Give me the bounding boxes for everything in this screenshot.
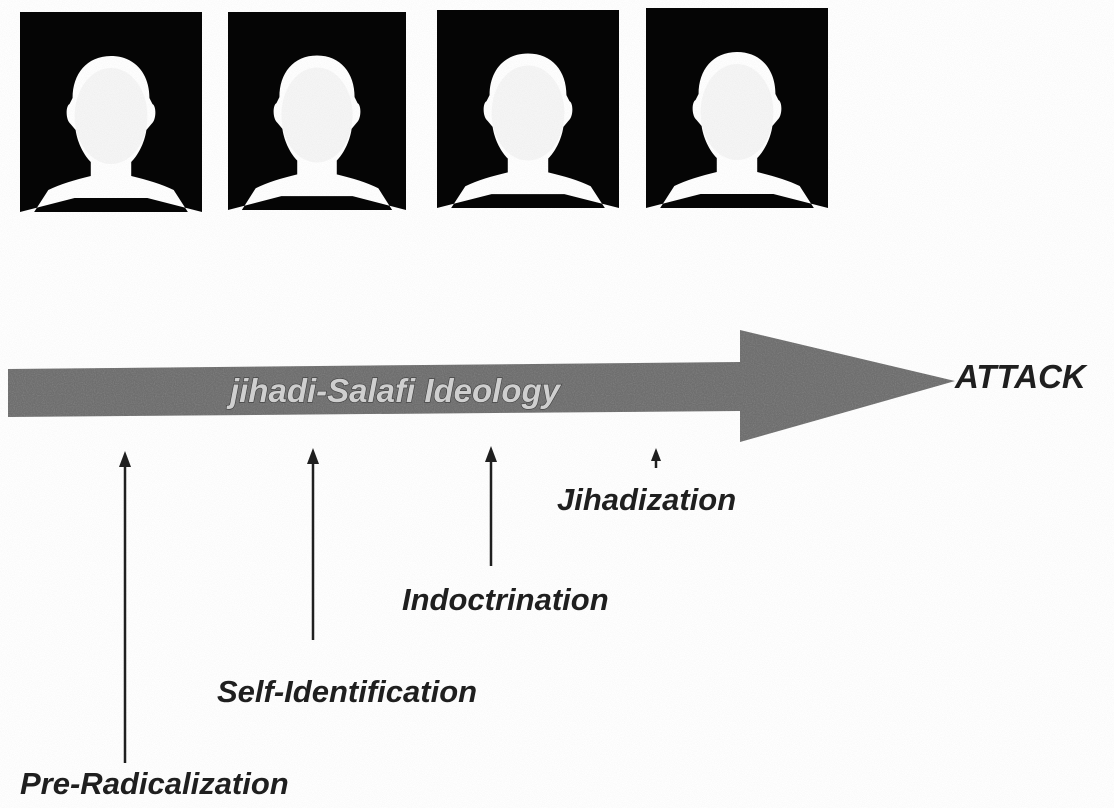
head-silhouette-3 (437, 10, 619, 208)
ideology-arrow: jihadi-Salafi Ideology (8, 330, 955, 442)
head-silhouette-4 (646, 8, 828, 208)
head-silhouette-2 (228, 12, 406, 210)
indoctrination-pointer-head (485, 446, 497, 462)
self-identification-pointer-head (307, 448, 319, 464)
head-silhouette-1 (20, 12, 202, 212)
portrait-frame (437, 10, 619, 208)
head-silhouette-shading (700, 64, 774, 160)
ideology-arrow-texture (8, 330, 955, 442)
portrait-frame (20, 12, 202, 212)
portrait-frame (646, 8, 828, 208)
portrait-row (20, 8, 828, 212)
indoctrination-label: Indoctrination (402, 582, 609, 617)
head-silhouette-shading (74, 68, 148, 164)
ideology-arrow-label: jihadi-Salafi Ideology (226, 372, 562, 409)
pre-radicalization-pointer-head (119, 451, 131, 467)
jihadization-label: Jihadization (557, 482, 737, 517)
phase-pointers (119, 446, 661, 763)
jihadization-pointer-head (651, 448, 661, 461)
portrait-frame (228, 12, 406, 210)
attack-label: ATTACK (955, 358, 1086, 395)
head-silhouette-shading (281, 67, 353, 163)
self-identification-label: Self-Identification (217, 674, 478, 709)
head-silhouette-shading (491, 65, 565, 161)
pre-radicalization-label: Pre-Radicalization (20, 766, 289, 801)
